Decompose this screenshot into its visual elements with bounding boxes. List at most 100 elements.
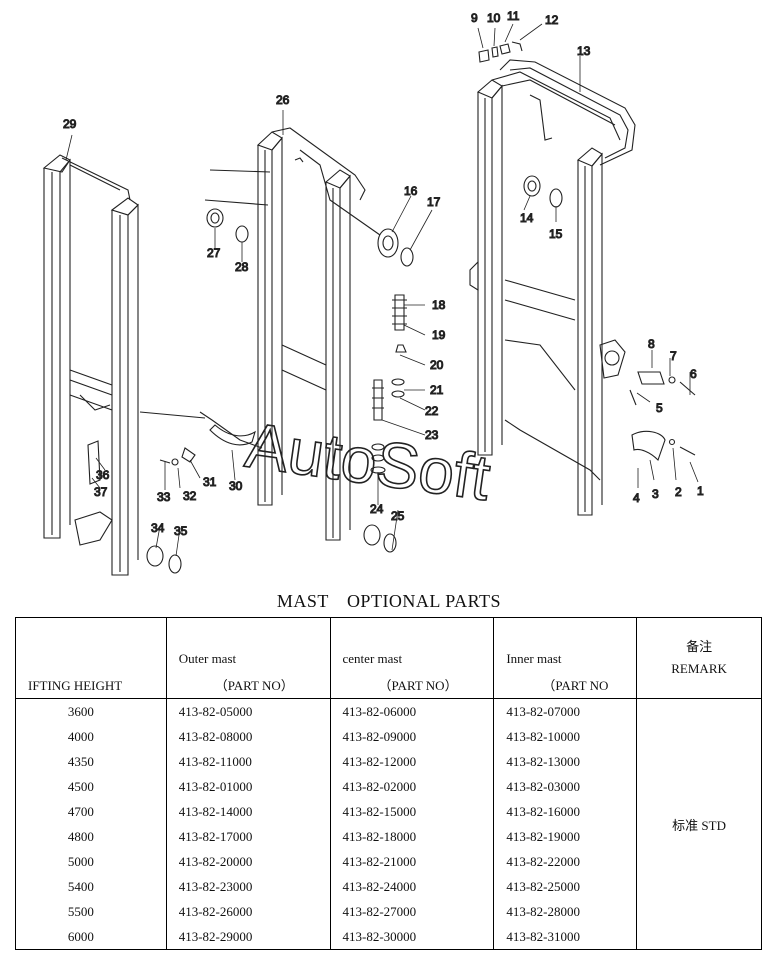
center-mast-part-cell: 413-82-02000 [329, 774, 495, 799]
outer-mast-label: Outer mast [178, 651, 237, 666]
outer-mast-part-cell: 413-82-23000 [165, 874, 331, 899]
outer-mast-part-cell: 413-82-11000 [165, 749, 331, 774]
callout-26: 26 [276, 93, 290, 107]
callout-31: 31 [203, 475, 217, 489]
lifting-height-cell: 5000 [15, 849, 167, 874]
table-header-row: IFTING HEIGHT Outer mast （PART NO） cente… [15, 617, 762, 699]
inner-mast-part-cell: 413-82-28000 [493, 899, 638, 924]
callout-32: 32 [183, 489, 197, 503]
center-mast-label: center mast [342, 651, 403, 666]
remark-cell: 标准 STD [636, 698, 762, 950]
inner-mast-part-cell: 413-82-03000 [493, 774, 638, 799]
callout-24: 24 [370, 502, 384, 516]
title-mast: MAST [276, 591, 329, 611]
callout-16: 16 [404, 184, 418, 198]
center-mast-part-cell: 413-82-15000 [329, 799, 495, 824]
header-center-mast: center mast （PART NO） [329, 617, 495, 699]
center-part-no-label: （PART NO） [378, 678, 458, 693]
inner-mast-part-cell: 413-82-22000 [493, 849, 638, 874]
header-outer-mast: Outer mast （PART NO） [165, 617, 331, 699]
callout-2: 2 [675, 485, 682, 499]
table-title: MAST OPTIONAL PARTS [0, 591, 778, 612]
mast-exploded-diagram: 1 2 3 4 5 6 7 8 9 10 11 12 13 14 15 16 1… [42, 8, 705, 576]
callout-29: 29 [63, 117, 77, 131]
callout-23: 23 [425, 428, 439, 442]
lifting-height-label: IFTING HEIGHT [28, 678, 123, 693]
callout-8: 8 [648, 337, 655, 351]
callout-30: 30 [229, 479, 243, 493]
callout-5: 5 [656, 401, 663, 415]
callout-19: 19 [432, 328, 446, 342]
callout-36: 36 [96, 468, 110, 482]
header-lifting-height: IFTING HEIGHT [15, 617, 167, 699]
center-mast-part-cell: 413-82-12000 [329, 749, 495, 774]
outer-mast-part-cell: 413-82-29000 [165, 924, 331, 950]
outer-mast-part-cell: 413-82-05000 [165, 698, 331, 724]
lifting-height-cell: 4700 [15, 799, 167, 824]
outer-mast-part-cell: 413-82-14000 [165, 799, 331, 824]
inner-mast-part-cell: 413-82-13000 [493, 749, 638, 774]
callout-22: 22 [425, 404, 439, 418]
callout-18: 18 [432, 298, 446, 312]
center-mast-part-cell: 413-82-09000 [329, 724, 495, 749]
center-mast-part-cell: 413-82-06000 [329, 698, 495, 724]
callout-34: 34 [151, 521, 165, 535]
callout-4: 4 [633, 491, 640, 505]
lifting-height-cell: 4000 [15, 724, 167, 749]
outer-mast-part-cell: 413-82-01000 [165, 774, 331, 799]
lifting-height-cell: 6000 [15, 924, 167, 950]
callout-17: 17 [427, 195, 441, 209]
outer-mast-part-cell: 413-82-26000 [165, 899, 331, 924]
outer-mast-part-cell: 413-82-08000 [165, 724, 331, 749]
callout-9: 9 [471, 11, 478, 25]
callout-7: 7 [670, 349, 677, 363]
callout-33: 33 [157, 490, 171, 504]
outer-mast-part-cell: 413-82-20000 [165, 849, 331, 874]
callout-35: 35 [174, 524, 188, 538]
center-mast-part-cell: 413-82-24000 [329, 874, 495, 899]
center-mast-drawing [139, 127, 381, 541]
small-parts-drawing [87, 41, 696, 574]
callout-12: 12 [545, 13, 559, 27]
center-mast-part-cell: 413-82-27000 [329, 899, 495, 924]
inner-mast-part-cell: 413-82-16000 [493, 799, 638, 824]
center-mast-part-cell: 413-82-21000 [329, 849, 495, 874]
lifting-height-cell: 4500 [15, 774, 167, 799]
inner-mast-part-cell: 413-82-25000 [493, 874, 638, 899]
callout-3: 3 [652, 487, 659, 501]
inner-mast-part-cell: 413-82-07000 [493, 698, 638, 724]
remark-cn-label: 备注 [686, 639, 713, 654]
inner-mast-label: Inner mast [506, 651, 562, 666]
center-mast-part-cell: 413-82-30000 [329, 924, 495, 950]
lifting-height-cell: 4350 [15, 749, 167, 774]
inner-mast-part-cell: 413-82-19000 [493, 824, 638, 849]
mast-parts-table: IFTING HEIGHT Outer mast （PART NO） cente… [15, 617, 762, 950]
inner-mast-part-cell: 413-82-10000 [493, 724, 638, 749]
lifting-height-cell: 5500 [15, 899, 167, 924]
outer-part-no-label: （PART NO） [214, 678, 294, 693]
inner-mast-part-cell: 413-82-31000 [493, 924, 638, 950]
callout-37: 37 [94, 485, 108, 499]
header-remark: 备注 REMARK [636, 617, 762, 699]
callout-15: 15 [549, 227, 563, 241]
callout-6: 6 [690, 367, 697, 381]
callout-1: 1 [697, 484, 704, 498]
header-inner-mast: Inner mast （PART NO [493, 617, 638, 699]
lifting-height-cell: 3600 [15, 698, 167, 724]
inner-part-no-label: （PART NO [542, 678, 609, 693]
callout-20: 20 [430, 358, 444, 372]
lifting-height-cell: 5400 [15, 874, 167, 899]
center-mast-part-cell: 413-82-18000 [329, 824, 495, 849]
callout-27: 27 [207, 246, 221, 260]
title-optional-parts: OPTIONAL PARTS [346, 591, 502, 611]
leader-lines [65, 23, 699, 557]
callout-14: 14 [520, 211, 534, 225]
outer-mast-drawing [42, 154, 139, 576]
